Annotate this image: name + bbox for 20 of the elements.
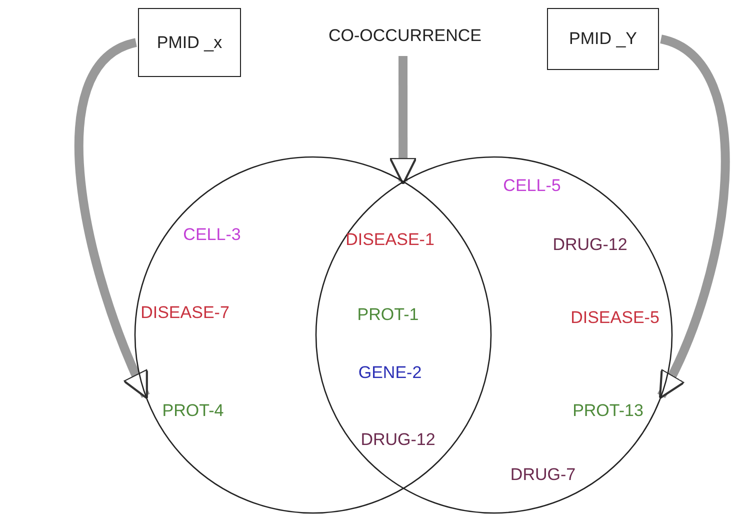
- entity-label: GENE-2: [358, 363, 422, 383]
- set-circle: [315, 156, 673, 514]
- curved-arrow: [657, 34, 730, 400]
- entity-label: CELL-5: [503, 176, 561, 196]
- set-circle: [134, 156, 492, 514]
- entity-label: PROT-4: [162, 401, 224, 421]
- source-box: PMID _x: [138, 8, 241, 77]
- entity-label: DRUG-7: [510, 465, 576, 485]
- down-arrow: [389, 56, 418, 186]
- curved-arrow: [74, 38, 150, 400]
- entity-label: DRUG-12: [360, 430, 436, 450]
- entity-label: PROT-1: [357, 305, 419, 325]
- entity-label: PROT-13: [572, 401, 644, 421]
- entity-label: DISEASE-7: [140, 303, 230, 323]
- entity-label: DRUG-12: [552, 235, 628, 255]
- entity-label: CELL-3: [183, 225, 241, 245]
- entity-label: DISEASE-5: [570, 308, 660, 328]
- heading-text: CO-OCCURRENCE: [320, 18, 490, 54]
- entity-label: DISEASE-1: [346, 230, 434, 250]
- source-box: PMID _Y: [547, 8, 659, 70]
